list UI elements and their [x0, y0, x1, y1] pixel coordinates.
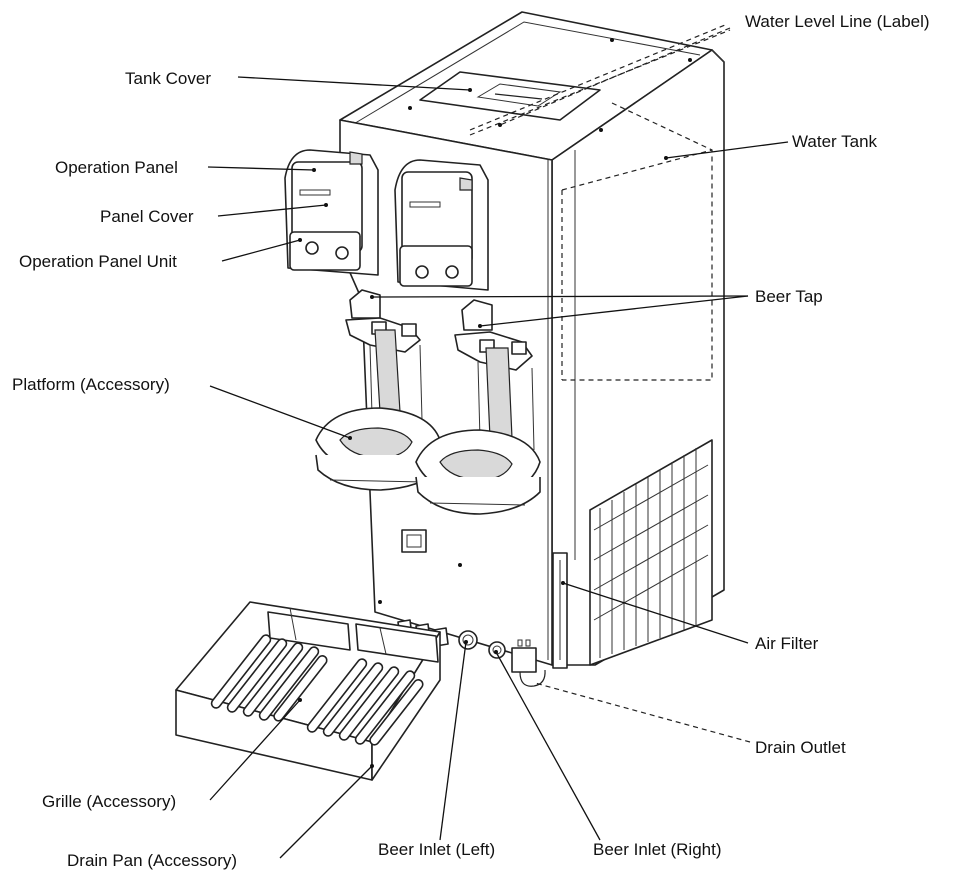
label-drain-outlet: Drain Outlet: [755, 738, 846, 757]
leader-lines: [207, 27, 789, 859]
dispenser-body: [339, 11, 731, 669]
leader-operation-panel: [207, 166, 315, 171]
label-beer-inlet-left: Beer Inlet (Left): [378, 840, 495, 859]
leader-water-tank: [665, 141, 789, 159]
beer-inlet-left-part: [458, 630, 478, 650]
label-operation-panel-unit: Operation Panel Unit: [19, 252, 177, 271]
leader-panel-cover: [217, 204, 327, 217]
label-panel-cover: Panel Cover: [100, 207, 194, 226]
operation-panel-left: [284, 149, 379, 276]
leader-air-filter: [562, 582, 749, 644]
tank-cover-handle: [476, 83, 562, 107]
label-grille: Grille (Accessory): [42, 792, 176, 811]
leader-beer-inlet-left: [439, 641, 467, 841]
leader-drain-outlet: [534, 682, 751, 743]
beer-inlet-right-part: [488, 641, 506, 659]
leader-water-level-line: [499, 27, 731, 126]
operation-panel-right: [394, 159, 489, 291]
leader-platform: [209, 385, 351, 439]
label-tank-cover: Tank Cover: [125, 69, 211, 88]
leader-beer-tap-right: [479, 295, 749, 327]
label-beer-tap: Beer Tap: [755, 287, 823, 306]
label-water-tank: Water Tank: [792, 132, 878, 151]
platform-right: [415, 429, 541, 515]
leader-beer-tap-left: [371, 295, 749, 298]
tap-right: [454, 299, 535, 451]
drain-outlet-part: [511, 647, 537, 673]
label-operation-panel: Operation Panel: [55, 158, 178, 177]
leader-grille: [209, 699, 301, 801]
power-switch: [401, 529, 427, 553]
label-air-filter: Air Filter: [755, 634, 819, 653]
grille-right-slots: [306, 658, 424, 746]
grille-accessory: [210, 634, 424, 746]
leader-beer-inlet-right: [495, 651, 601, 841]
labels: Water Level Line (Label) Tank Cover Wate…: [12, 12, 930, 870]
leader-tank-cover: [237, 76, 471, 91]
grille-left-slots: [210, 634, 328, 722]
tap-left: [345, 289, 423, 421]
platform-left: [315, 407, 441, 491]
label-drain-pan: Drain Pan (Accessory): [67, 851, 237, 870]
label-water-level-line: Water Level Line (Label): [745, 12, 930, 31]
leader-drain-pan: [279, 765, 373, 859]
label-beer-inlet-right: Beer Inlet (Right): [593, 840, 722, 859]
side-vent: [589, 439, 713, 666]
label-platform: Platform (Accessory): [12, 375, 170, 394]
leader-operation-panel-unit: [221, 239, 301, 262]
